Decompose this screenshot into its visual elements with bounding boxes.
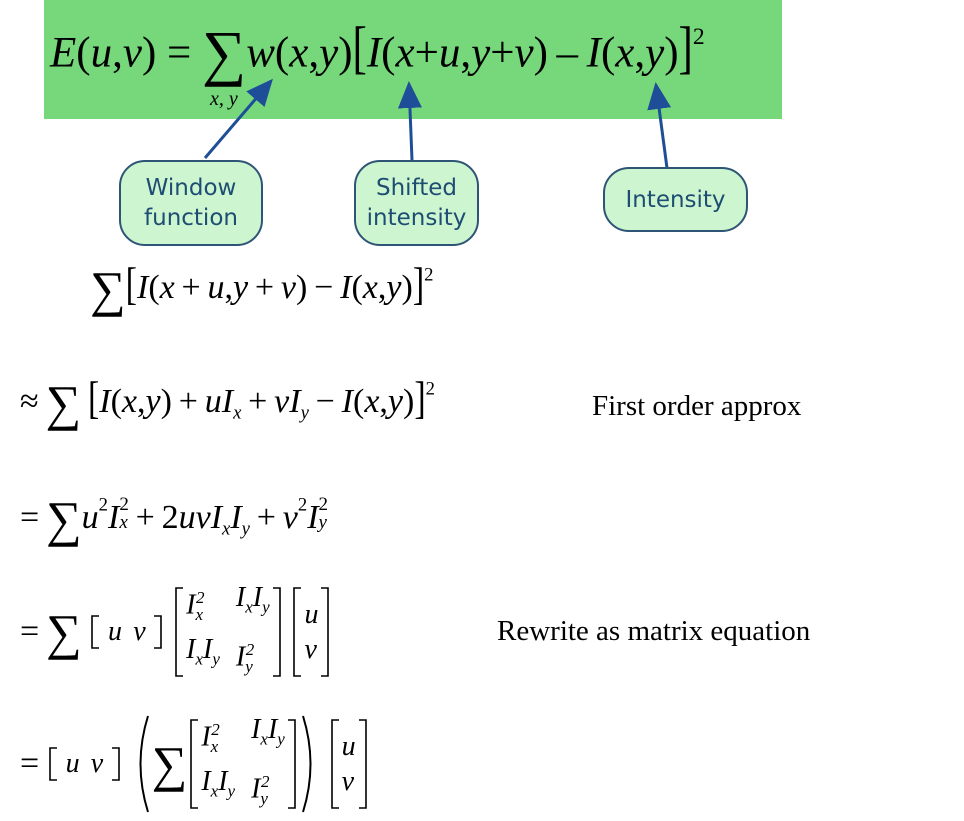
- window-label: Window: [145, 175, 237, 201]
- shifted-intensity-label: intensity: [366, 205, 467, 231]
- intensity-label: Intensity: [625, 186, 726, 213]
- function-label: function: [144, 205, 238, 231]
- shifted-label: Shifted: [375, 175, 458, 201]
- intensity-bubble: Intensity: [603, 167, 748, 232]
- derivation-line-2: ≈ ∑ [I(x,y) + uIx + vIy − I(x,y)]2: [20, 373, 436, 431]
- energy-equation: E(u,v) = ∑ x, y w(x,y)[I(x+u,y+v) – I(x,…: [50, 17, 705, 111]
- window-function-bubble: Window function: [119, 160, 263, 246]
- first-order-approx-label: First order approx: [592, 390, 802, 422]
- shifted-intensity-bubble: Shifted intensity: [354, 160, 479, 246]
- matrix-equation-label: Rewrite as matrix equation: [497, 615, 811, 647]
- derivation-line-1: ∑[I(x + u,y + v) − I(x,y)]2: [90, 259, 434, 317]
- annotation-arrows: [203, 78, 672, 169]
